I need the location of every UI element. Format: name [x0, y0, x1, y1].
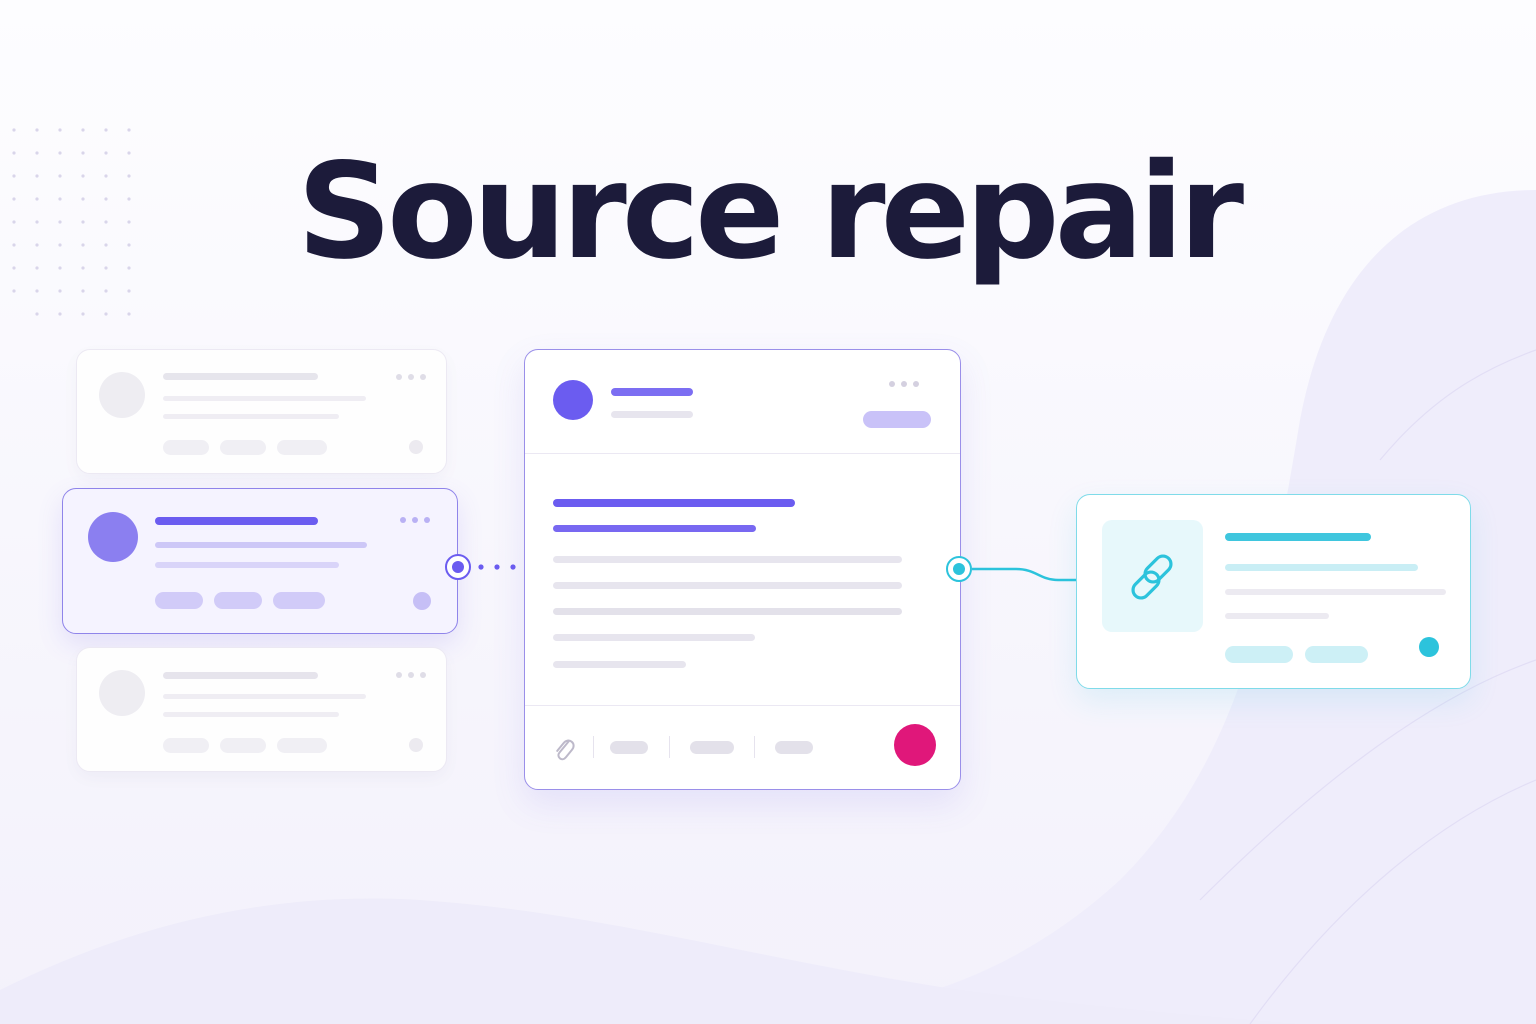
tag-chip — [1305, 646, 1368, 663]
more-dots-icon[interactable] — [400, 517, 430, 523]
bottom-wave-shape — [0, 898, 1300, 1024]
tag-chip — [155, 592, 203, 609]
toolbar-chip[interactable] — [610, 741, 648, 754]
text-placeholder — [1225, 589, 1446, 595]
connector-port-target[interactable] — [946, 556, 972, 582]
text-placeholder — [155, 542, 367, 548]
toolbar-chip[interactable] — [690, 741, 734, 754]
toolbar-separator — [593, 736, 594, 758]
source-card-1[interactable] — [76, 349, 447, 474]
text-placeholder — [155, 562, 339, 568]
text-placeholder — [611, 411, 693, 418]
tag-chip — [220, 440, 266, 455]
tag-chip — [273, 592, 325, 609]
tag-chip — [163, 738, 209, 753]
text-placeholder — [163, 672, 318, 679]
status-dot — [1419, 637, 1439, 657]
highlighted-text-line — [553, 525, 756, 532]
toolbar-chip[interactable] — [775, 741, 813, 754]
highlighted-text-line — [553, 499, 795, 507]
text-line — [553, 634, 755, 641]
tag-chip — [163, 440, 209, 455]
header-divider — [525, 453, 960, 454]
source-card-selected[interactable] — [62, 488, 458, 634]
toolbar-separator — [754, 736, 755, 758]
page-title: Source repair — [296, 135, 1244, 289]
text-line — [553, 608, 902, 615]
right-wave-shape — [760, 190, 1536, 1024]
text-placeholder — [163, 396, 366, 401]
more-dots-icon[interactable] — [396, 672, 426, 678]
text-placeholder — [611, 388, 693, 396]
text-placeholder — [163, 694, 366, 699]
text-line — [553, 661, 686, 668]
more-dots-icon[interactable] — [396, 374, 426, 380]
tag-chip — [277, 440, 327, 455]
avatar — [99, 372, 145, 418]
toolbar-separator — [669, 736, 670, 758]
record-button[interactable] — [894, 724, 936, 766]
text-placeholder — [1225, 613, 1329, 619]
tag-chip — [214, 592, 262, 609]
text-line — [553, 556, 902, 563]
text-placeholder — [163, 414, 339, 419]
source-card-3[interactable] — [76, 647, 447, 772]
status-dot — [413, 592, 431, 610]
text-placeholder — [155, 517, 318, 525]
text-placeholder — [1225, 564, 1418, 571]
text-placeholder — [163, 712, 339, 717]
tag-chip — [220, 738, 266, 753]
link-icon-tile — [1102, 520, 1203, 632]
linked-source-card[interactable] — [1076, 494, 1471, 689]
dotted-connector — [478, 564, 516, 570]
tag-chip — [277, 738, 327, 753]
avatar — [99, 670, 145, 716]
text-placeholder — [163, 373, 318, 380]
avatar — [553, 380, 593, 420]
text-placeholder — [1225, 533, 1371, 541]
dot-grid-pattern — [12, 128, 131, 316]
more-dots-icon[interactable] — [889, 381, 919, 387]
connector-port-source[interactable] — [445, 554, 471, 580]
link-icon — [1124, 548, 1182, 606]
footer-divider — [525, 705, 960, 706]
paperclip-icon[interactable] — [551, 734, 577, 764]
status-badge — [863, 411, 931, 428]
text-line — [553, 582, 902, 589]
status-dot — [409, 738, 423, 752]
tag-chip — [1225, 646, 1293, 663]
link-connector — [972, 567, 1078, 582]
editor-card — [524, 349, 961, 790]
avatar — [88, 512, 138, 562]
status-dot — [409, 440, 423, 454]
